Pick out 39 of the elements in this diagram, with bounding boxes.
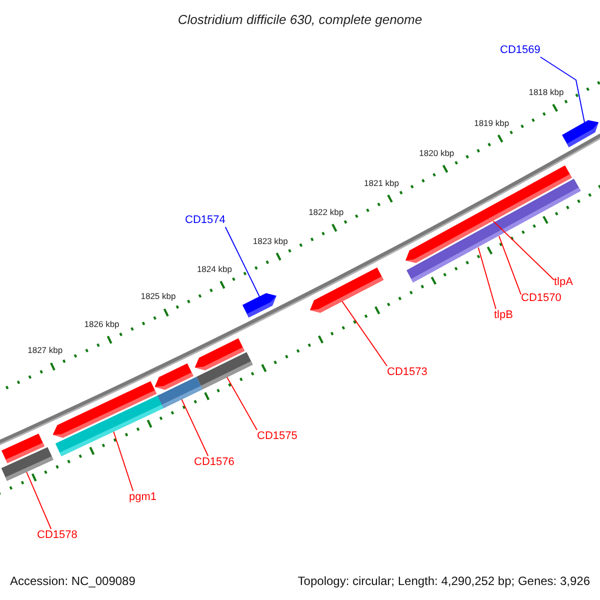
accession-label: Accession: NC_009089 — [10, 573, 136, 590]
gene-feature — [55, 394, 166, 456]
position-label: 1822 kbp — [308, 206, 344, 217]
gene-label: CD1578 — [37, 529, 78, 542]
gene-feature — [196, 352, 253, 390]
gene-feature — [158, 376, 203, 408]
gene-label: CD1569 — [500, 44, 540, 57]
position-label: 1827 kbp — [28, 345, 63, 356]
gene-label: CD1574 — [185, 214, 226, 227]
genome-stats: Topology: circular; Length: 4,290,252 bp; Genes: 3,926 — [298, 573, 590, 590]
leader-line — [224, 226, 260, 298]
gene-label: tlpA — [554, 276, 573, 289]
gene-label: pgm1 — [129, 491, 157, 504]
position-label: 1821 kbp — [364, 178, 399, 188]
gene-feature — [1, 447, 54, 481]
leader-line — [342, 300, 388, 366]
position-label: 1823 kbp — [252, 236, 288, 246]
position-label: 1820 kbp — [419, 148, 454, 158]
gene-feature — [310, 268, 384, 313]
leader-line — [498, 236, 522, 296]
leader-line — [478, 247, 496, 310]
leader-line — [181, 398, 209, 456]
gene-feature — [562, 120, 599, 148]
gene-label: CD1570 — [521, 292, 562, 305]
leader-line — [540, 56, 585, 123]
gene-feature — [242, 293, 276, 318]
gene-label: tlpB — [494, 309, 513, 322]
gene-label: CD1575 — [257, 430, 298, 443]
position-label: 1818 kbp — [528, 87, 564, 98]
position-label: 1825 kbp — [140, 291, 176, 302]
map-title: Clostridium difficile 630, complete genome — [178, 11, 422, 29]
gene-label: CD1573 — [387, 366, 428, 379]
leader-line — [492, 220, 554, 280]
position-label: 1826 kbp — [84, 318, 120, 329]
leader-line — [226, 376, 258, 430]
leader-line — [26, 472, 52, 530]
position-label: 1819 kbp — [474, 118, 510, 128]
gene-label: CD1576 — [194, 456, 234, 469]
position-label: 1824 kbp — [196, 264, 232, 274]
